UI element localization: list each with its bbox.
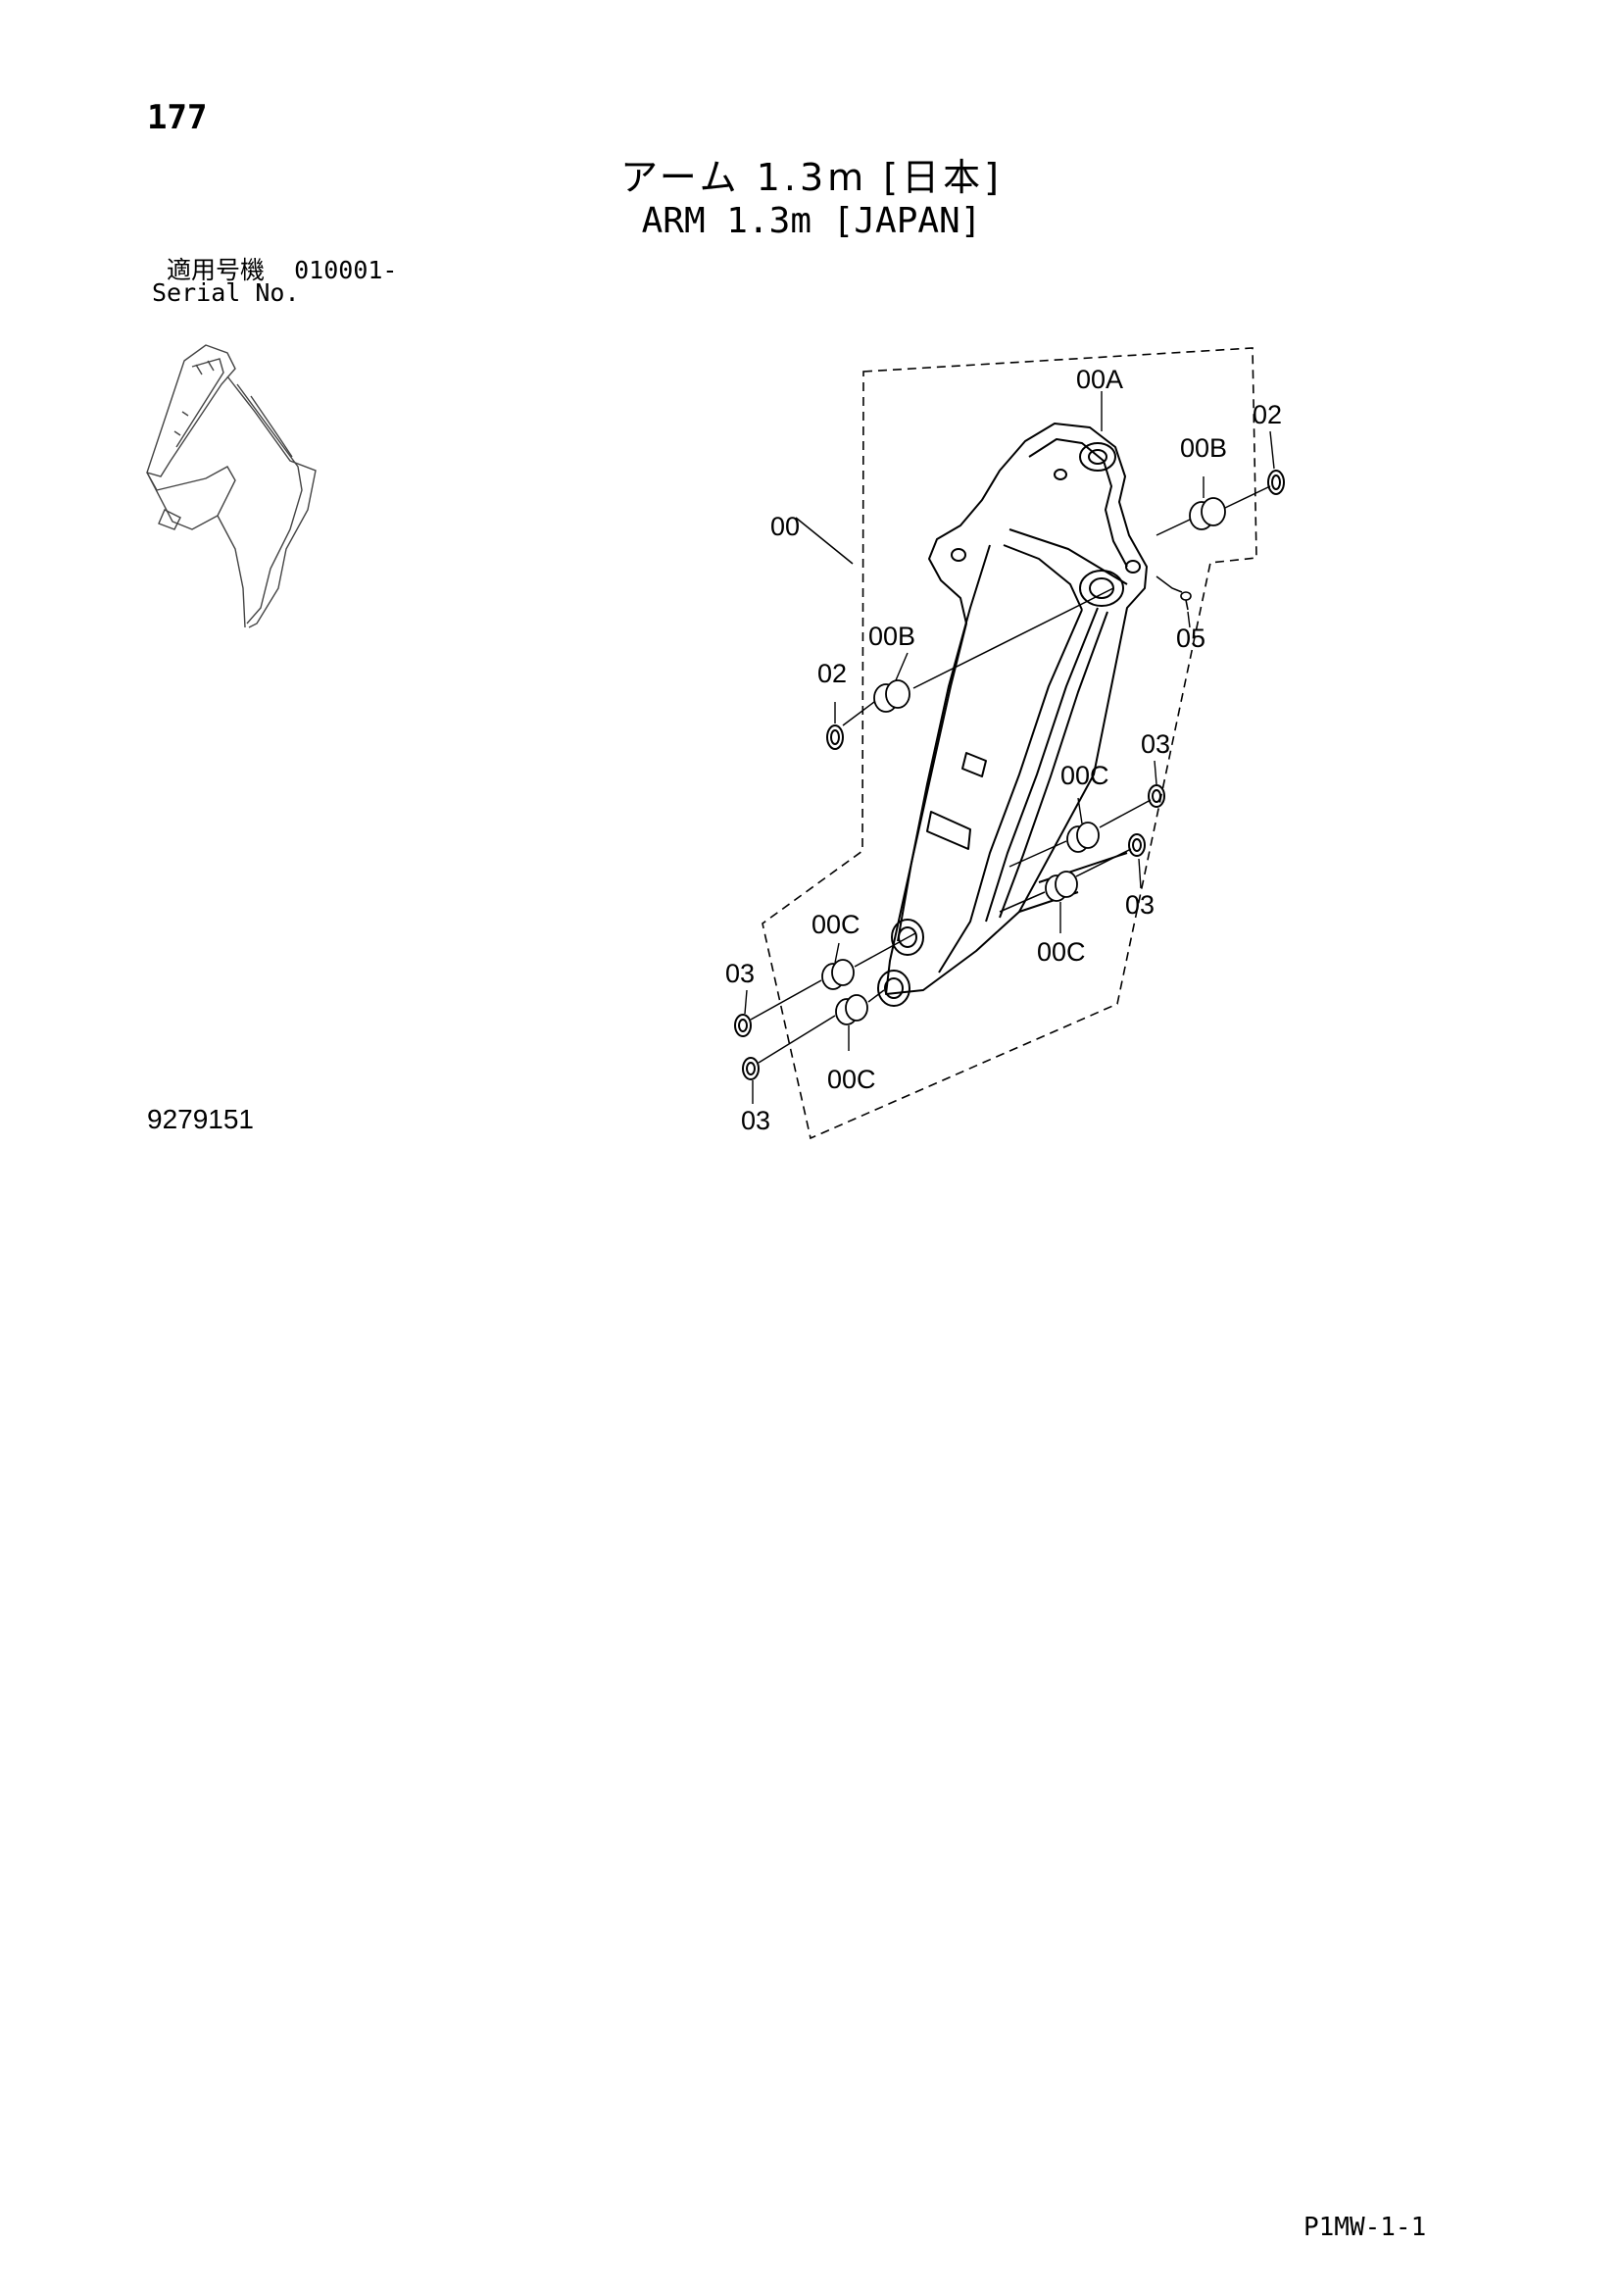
ring-top-right-icon [1267, 470, 1285, 495]
callout-bushing-left: 00B [868, 622, 915, 651]
callout-bushing-bottom-lower: 00C [827, 1065, 876, 1094]
seal-rings [734, 470, 1285, 1080]
callout-ring-mid-upper: 03 [1141, 729, 1170, 759]
callout-ring-bottom-lower: 03 [741, 1106, 770, 1135]
callout-grease-fitting: 05 [1176, 624, 1205, 653]
bushing-top-right-icon [1189, 497, 1226, 530]
callout-ring-mid-lower: 03 [1125, 890, 1155, 920]
assembly-lines [750, 485, 1271, 1064]
bushing-bottom-lower-icon [835, 994, 868, 1025]
serial-applicability: 適用号機 010001- [167, 251, 397, 286]
callout-bushing-top-right: 00B [1180, 433, 1227, 463]
callout-arm-upper-boss: 00A [1076, 365, 1123, 394]
grease-fitting-icon [1180, 591, 1192, 611]
callout-bushing-mid-lower: 00C [1037, 937, 1086, 967]
leader-lines [744, 391, 1275, 1104]
page-title-japanese: アーム 1.3m [日本] [620, 156, 1003, 199]
ring-mid-lower-icon [1128, 833, 1146, 857]
callout-labels: 00A 02 00B 00 05 00B 02 03 00C 03 00C 00… [725, 365, 1282, 1135]
drawing-id: 9279151 [147, 1104, 255, 1134]
bushing-mid-lower-icon [1045, 871, 1078, 902]
callout-ring-bottom-upper: 03 [725, 959, 755, 988]
callout-ring-top-right: 02 [1253, 400, 1282, 429]
ring-bottom-lower-icon [742, 1057, 760, 1080]
bushing-set [821, 497, 1226, 1025]
callout-bushing-mid-upper: 00C [1060, 761, 1109, 790]
callout-arm: 00 [770, 512, 800, 541]
bushing-bottom-upper-icon [821, 959, 855, 990]
page-code: P1MW-1-1 [1303, 2213, 1427, 2242]
ring-left-icon [826, 724, 844, 750]
bushing-mid-upper-icon [1066, 822, 1100, 853]
callout-ring-left: 02 [817, 659, 847, 688]
callout-bushing-bottom-upper: 00C [812, 910, 861, 939]
arm-part [877, 423, 1148, 1007]
serial-range: 010001- [294, 256, 398, 284]
page-title-english: ARM 1.3m [JAPAN] [641, 201, 982, 241]
ring-mid-upper-icon [1148, 784, 1165, 808]
serial-label-japanese: 適用号機 [167, 256, 266, 284]
ring-bottom-upper-icon [734, 1014, 752, 1037]
assembly-boundary [762, 347, 1257, 1140]
bushing-left-icon [873, 679, 910, 713]
page-number: 177 [147, 98, 208, 137]
machine-locator-thumbnail [146, 344, 317, 628]
serial-label-english: Serial No. [152, 278, 300, 307]
